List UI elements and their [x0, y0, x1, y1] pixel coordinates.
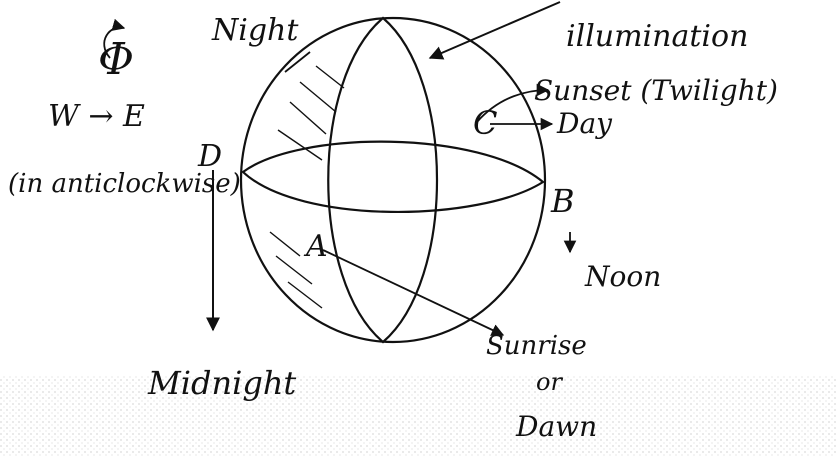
- label-night: Night: [211, 13, 299, 48]
- paper-noise: [0, 376, 836, 456]
- label-illumination: illumination: [566, 19, 748, 54]
- label-rotation-symbol: Φ: [98, 34, 134, 85]
- label-point-b: B: [550, 182, 575, 220]
- label-sunrise: Sunrise: [486, 331, 587, 361]
- label-sunset-twilight: Sunset (Twilight): [534, 74, 778, 107]
- label-or: or: [536, 368, 563, 396]
- sunrise-arrow: [323, 250, 503, 335]
- label-dawn: Dawn: [515, 410, 597, 443]
- label-point-d: D: [197, 139, 222, 174]
- label-point-c: C: [473, 104, 497, 142]
- label-point-a: A: [303, 229, 328, 264]
- earth-globe: [241, 18, 545, 342]
- equator-line: [243, 142, 543, 212]
- meridian-line: [328, 18, 437, 342]
- night-hatching: [270, 66, 344, 308]
- label-day: Day: [556, 107, 613, 140]
- label-midnight: Midnight: [147, 364, 296, 402]
- label-noon: Noon: [584, 260, 661, 293]
- label-direction: W → E: [48, 99, 145, 134]
